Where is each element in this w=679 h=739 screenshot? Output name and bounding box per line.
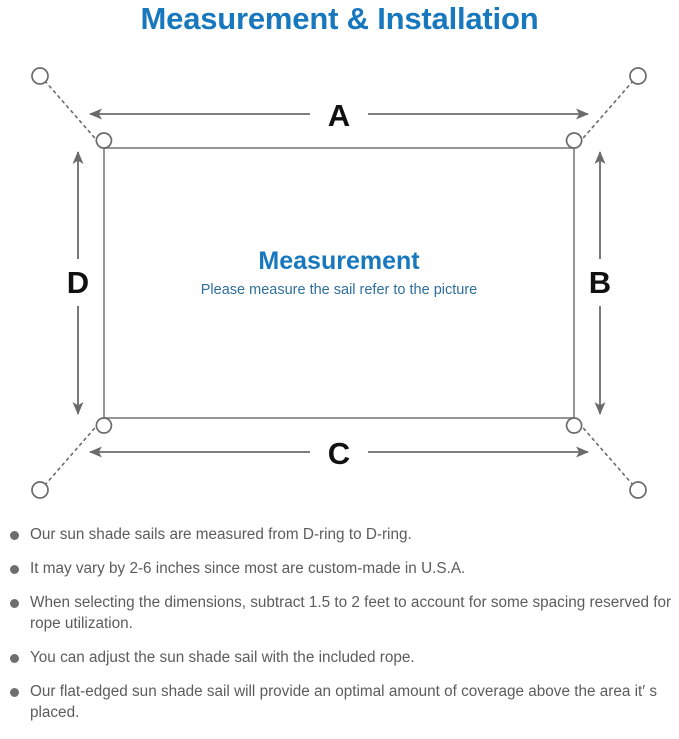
list-item: Our sun shade sails are measured from D-…	[0, 524, 679, 545]
bullet-icon	[10, 599, 19, 608]
list-item-text: When selecting the dimensions, subtract …	[30, 594, 672, 632]
d-ring-group	[95, 132, 583, 434]
anchor-ring-group	[31, 67, 647, 499]
sail-measurement-svg: A C D B Measurement Please measure the s…	[31, 67, 647, 499]
bullet-icon	[10, 654, 19, 663]
list-item: When selecting the dimensions, subtract …	[0, 592, 679, 634]
dimension-label-b: B	[589, 265, 611, 300]
dimension-label-c: C	[328, 436, 350, 471]
dimension-label-d: D	[67, 265, 89, 300]
dimension-label-a: A	[328, 98, 350, 133]
notes-list: Our sun shade sails are measured from D-…	[0, 524, 679, 736]
list-item: It may vary by 2-6 inches since most are…	[0, 558, 679, 579]
sail-rectangle	[103, 147, 575, 419]
list-item-text: Our flat-edged sun shade sail will provi…	[30, 683, 658, 721]
dotted-rope-line-group	[44, 80, 634, 486]
bullet-icon	[10, 688, 19, 697]
measurement-diagram: A C D B Measurement Please measure the s…	[0, 44, 679, 514]
list-item: Our flat-edged sun shade sail will provi…	[0, 681, 679, 723]
dotted-rope-line-bottom-left	[44, 421, 101, 486]
bullet-icon	[10, 531, 19, 540]
d-ring-icon-top-left	[95, 132, 113, 149]
dotted-rope-line-top-right	[577, 80, 634, 145]
anchor-ring-icon-top-left	[31, 67, 49, 85]
anchor-ring-icon-bottom-right	[629, 481, 647, 499]
dotted-rope-line-top-left	[44, 80, 101, 145]
d-ring-icon-bottom-right	[565, 417, 583, 434]
bullet-icon	[10, 565, 19, 574]
list-item-text: Our sun shade sails are measured from D-…	[30, 526, 412, 543]
diagram-center-title: Measurement	[258, 247, 420, 275]
list-item: You can adjust the sun shade sail with t…	[0, 647, 679, 668]
d-ring-icon-top-right	[565, 132, 583, 149]
d-ring-icon-bottom-left	[95, 417, 113, 434]
diagram-center-subtitle: Please measure the sail refer to the pic…	[201, 282, 477, 298]
page-title: Measurement & Installation	[140, 1, 539, 36]
list-item-text: It may vary by 2-6 inches since most are…	[30, 560, 466, 577]
dotted-rope-line-bottom-right	[577, 421, 634, 486]
list-item-text: You can adjust the sun shade sail with t…	[30, 649, 415, 666]
anchor-ring-icon-bottom-left	[31, 481, 49, 499]
anchor-ring-icon-top-right	[629, 67, 647, 85]
